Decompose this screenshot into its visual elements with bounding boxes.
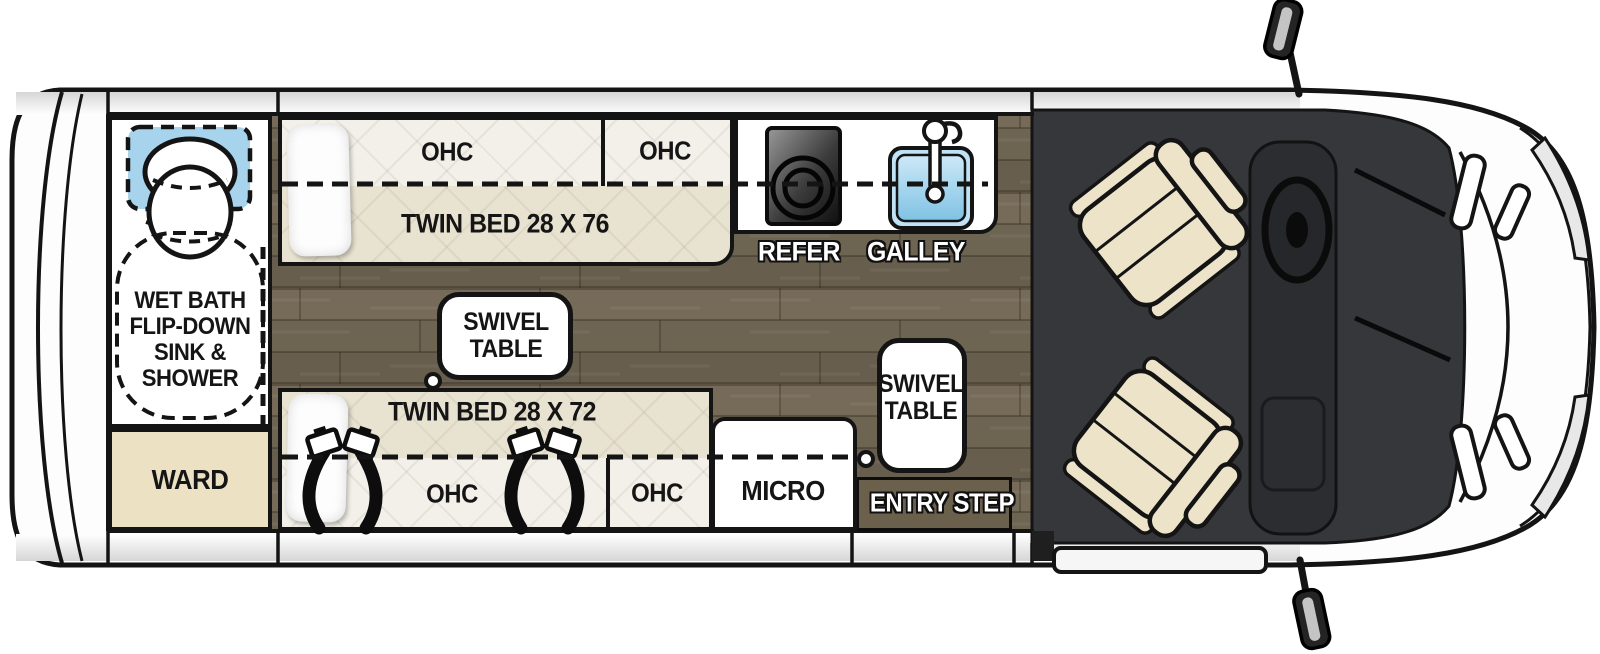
label-ward: WARD bbox=[151, 464, 229, 495]
galley-counter bbox=[734, 116, 998, 234]
headlight-icon bbox=[1530, 135, 1591, 262]
running-board bbox=[1052, 546, 1268, 574]
table-pivot-icon bbox=[857, 450, 875, 468]
cabinet-divider bbox=[606, 458, 610, 531]
label-line: FLIP-DOWN bbox=[129, 313, 251, 340]
label-ohc-top-right: OHC bbox=[639, 135, 691, 166]
side-mirror-icon bbox=[1292, 556, 1332, 651]
hood-details bbox=[1449, 126, 1592, 528]
swivel-seat-icon bbox=[1062, 137, 1250, 539]
label-ohc-bottom-left: OHC bbox=[426, 478, 478, 509]
label-line: TABLE bbox=[469, 335, 543, 363]
microwave-cabinet bbox=[711, 417, 857, 531]
side-mirror-icon bbox=[1263, 0, 1304, 98]
headlight-icon bbox=[1530, 393, 1591, 520]
label-line: TABLE bbox=[884, 397, 958, 425]
door-sill bbox=[1032, 531, 1054, 561]
label-line: SINK & bbox=[153, 339, 227, 366]
table-pivot-icon bbox=[424, 372, 442, 390]
label-line: SWIVEL bbox=[463, 308, 549, 336]
label-ohc-top-left: OHC bbox=[421, 136, 473, 167]
pillow bbox=[285, 393, 349, 523]
dashboard bbox=[1248, 140, 1338, 536]
label-ohc-bottom-right: OHC bbox=[631, 477, 683, 508]
label-wet-bath: WET BATH FLIP-DOWN SINK & SHOWER bbox=[130, 288, 251, 392]
label-line: SHOWER bbox=[141, 365, 239, 392]
label-swivel-table-mid: SWIVEL TABLE bbox=[463, 308, 549, 363]
rear-door-line bbox=[59, 93, 84, 562]
cab-floor bbox=[1030, 108, 1467, 545]
label-swivel-table-front: SWIVEL TABLE bbox=[878, 370, 964, 425]
label-line: WET BATH bbox=[134, 287, 246, 314]
label-refer: REFER bbox=[758, 236, 840, 267]
label-galley: GALLEY bbox=[867, 236, 965, 267]
label-line: SWIVEL bbox=[878, 370, 964, 398]
label-twin-bed-top: TWIN BED 28 X 76 bbox=[401, 208, 609, 239]
label-twin-bed-bottom: TWIN BED 28 X 72 bbox=[388, 396, 596, 427]
wiper-icon bbox=[1353, 167, 1452, 363]
label-micro: MICRO bbox=[741, 475, 825, 506]
steering-wheel-icon bbox=[1261, 176, 1333, 284]
rear-door-line bbox=[36, 91, 64, 564]
pillow bbox=[286, 123, 352, 257]
hood-vent-icon bbox=[1449, 153, 1532, 501]
cabinet-divider bbox=[601, 116, 605, 186]
label-entry-step: ENTRY STEP bbox=[869, 487, 1015, 518]
